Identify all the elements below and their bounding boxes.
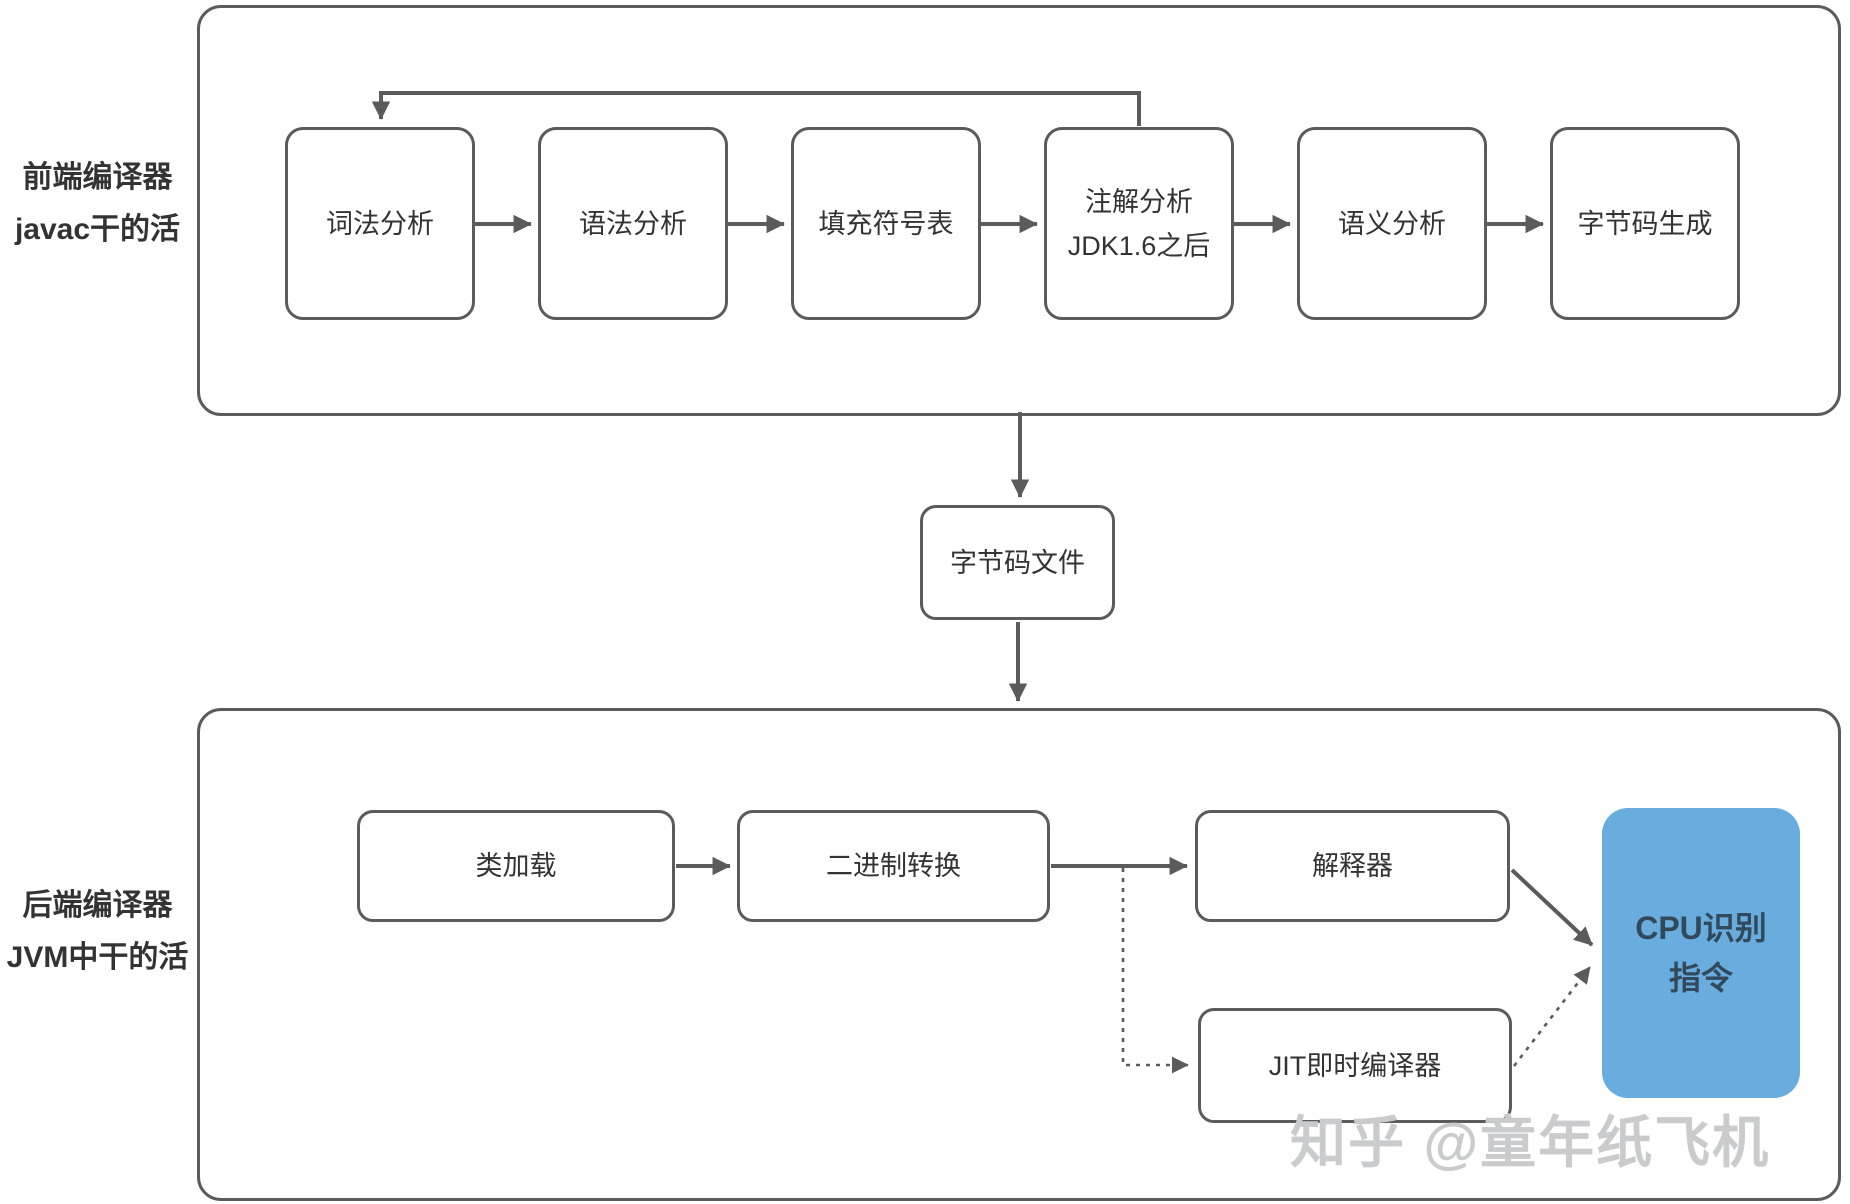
step-syntax-analysis: 语法分析: [538, 127, 728, 320]
step-fill-symbol-table: 填充符号表: [791, 127, 981, 320]
step-jit-compiler: JIT即时编译器: [1198, 1008, 1512, 1123]
arrow-jit-to-cpu-dotted: [1512, 966, 1592, 1067]
cpu-label-line2: 指令: [1668, 960, 1733, 996]
step-binary-conversion: 二进制转换: [737, 810, 1050, 922]
frontend-label-line2: javac干的活: [14, 213, 181, 246]
backend-compiler-container: [197, 708, 1841, 1201]
step-label: 字节码生成: [1577, 208, 1713, 239]
step-label: JIT即时编译器: [1268, 1050, 1442, 1081]
backend-label-line1: 后端编译器: [22, 889, 173, 922]
step-label: 注解分析: [1085, 186, 1193, 217]
step-label: 二进制转换: [826, 851, 961, 881]
arrow-binary-to-jit-dotted: [1121, 868, 1189, 1074]
step-label: 语法分析: [579, 208, 687, 239]
step-semantic-analysis: 语义分析: [1297, 127, 1487, 320]
step-class-loading: 类加载: [357, 810, 675, 922]
arrow-interpreter-to-cpu: [1510, 868, 1594, 947]
step-label: 解释器: [1312, 851, 1393, 881]
step-interpreter: 解释器: [1195, 810, 1510, 922]
step-label: 语义分析: [1338, 208, 1446, 239]
step-sublabel: JDK1.6之后: [1067, 230, 1211, 261]
step-label: 填充符号表: [818, 208, 954, 239]
frontend-label-line1: 前端编译器: [22, 161, 173, 194]
arrow-annotation-feedback: [371, 91, 1141, 126]
backend-label-line2: JVM中干的活: [6, 941, 189, 974]
backend-compiler-label: 后端编译器 JVM中干的活: [5, 880, 190, 984]
step-annotation-analysis: 注解分析 JDK1.6之后: [1044, 127, 1234, 320]
bytecode-file-label: 字节码文件: [950, 547, 1085, 578]
frontend-compiler-label: 前端编译器 javac干的活: [10, 152, 185, 256]
step-bytecode-generation: 字节码生成: [1550, 127, 1740, 320]
bytecode-file-box: 字节码文件: [920, 505, 1115, 620]
step-label: 词法分析: [326, 208, 434, 239]
zhihu-watermark: 知乎 @童年纸飞机: [1290, 1111, 1771, 1174]
step-label: 类加载: [475, 851, 557, 881]
cpu-instruction-box: CPU识别 指令: [1602, 808, 1800, 1098]
cpu-label-line1: CPU识别: [1635, 910, 1767, 946]
step-lexical-analysis: 词法分析: [285, 127, 475, 320]
